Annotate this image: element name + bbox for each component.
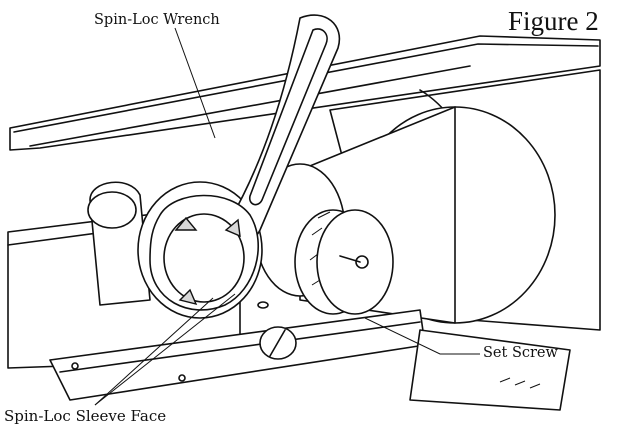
bottom-rail bbox=[49, 309, 571, 411]
leader-lines bbox=[94, 27, 480, 406]
leader-set-screw bbox=[364, 317, 480, 355]
clamp-screw bbox=[71, 301, 297, 382]
spindle-body bbox=[254, 106, 556, 324]
leader-sleeve bbox=[94, 297, 214, 406]
figure-title: Figure 2 bbox=[508, 6, 599, 36]
spin-loc-wrench bbox=[149, 14, 341, 311]
set-screw-knob bbox=[294, 209, 394, 315]
label-set-screw: Set Screw bbox=[483, 345, 558, 361]
leader-wrench bbox=[174, 27, 216, 139]
label-spin-loc-sleeve-face: Spin-Loc Sleeve Face bbox=[4, 407, 167, 425]
label-spin-loc-wrench: Spin-Loc Wrench bbox=[94, 12, 220, 28]
